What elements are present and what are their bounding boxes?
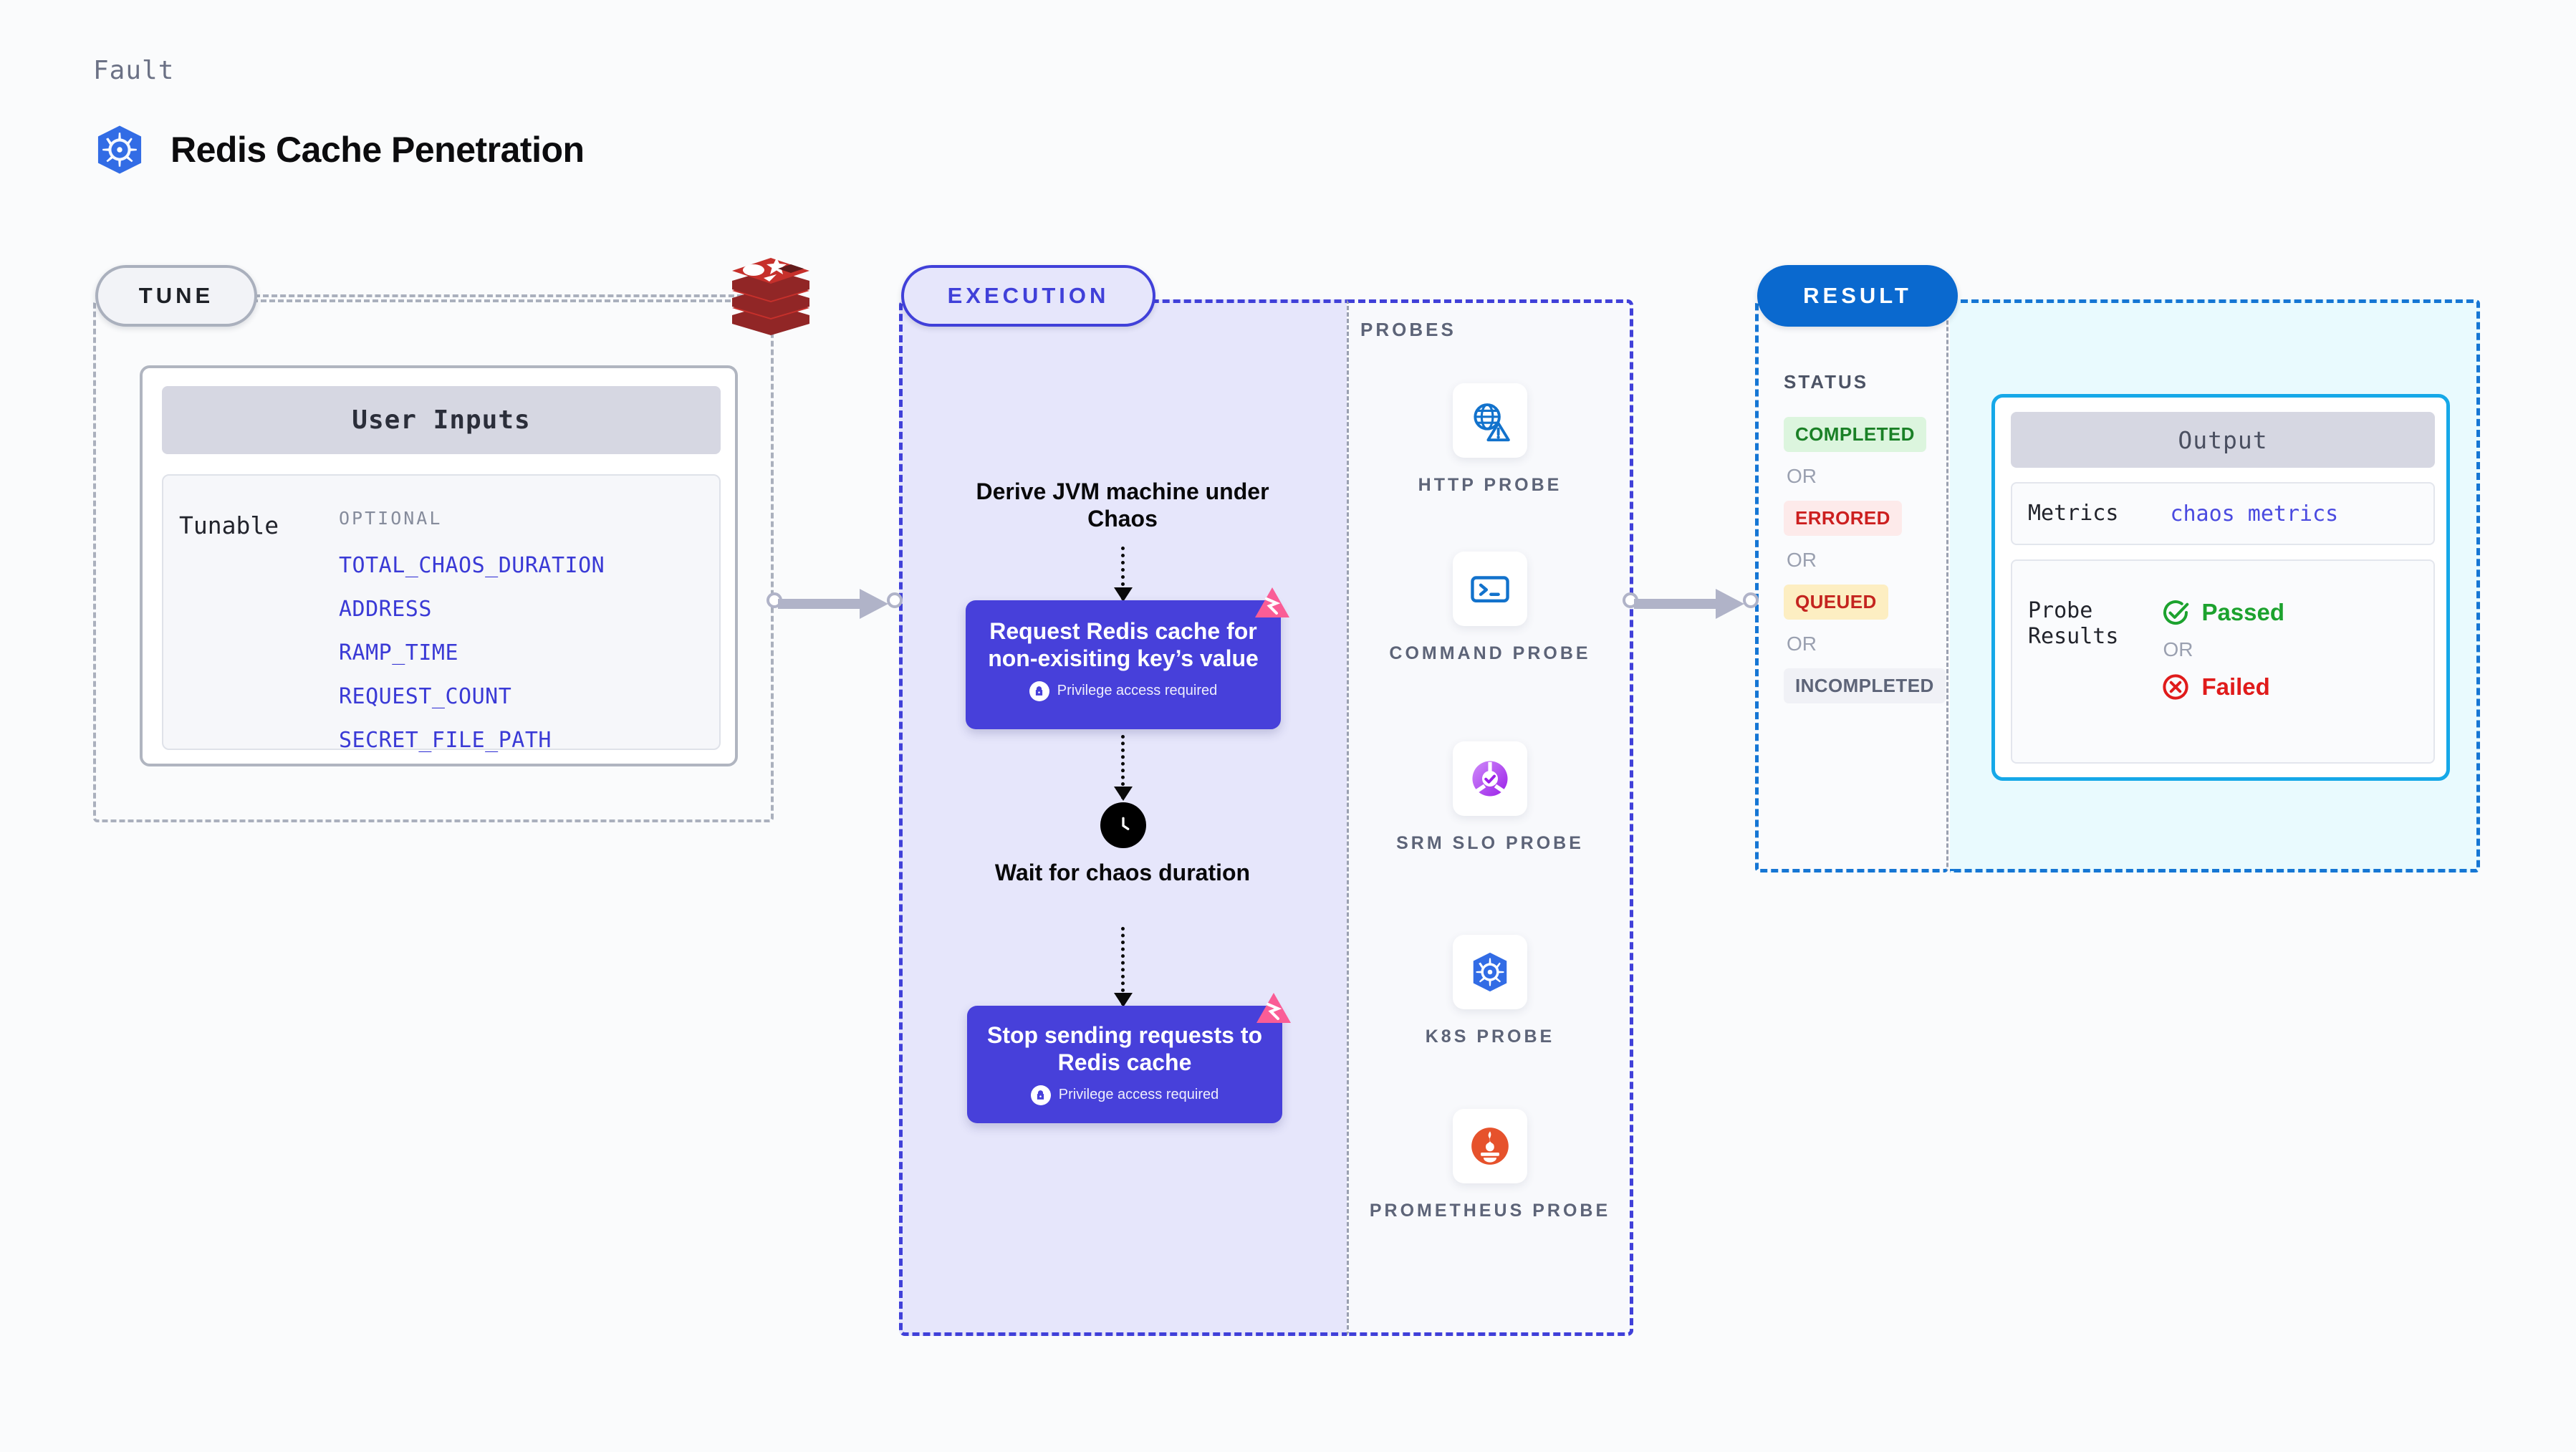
passed-label: Passed (2201, 599, 2285, 625)
x-circle-icon (2163, 674, 2189, 700)
status-title: STATUS (1784, 371, 1869, 393)
action-card-text: Stop sending requests to Redis cache (986, 1022, 1263, 1076)
list-item[interactable]: ADDRESS (339, 597, 432, 622)
probe-results-row: Probe Results Passed OR Failed (2011, 559, 2435, 764)
page-title-row: Redis Cache Penetration (93, 123, 585, 176)
lock-icon (1030, 1085, 1051, 1105)
status-badge[interactable]: QUEUED (1784, 585, 1888, 620)
execution-flow: Derive JVM machine under Chaos Request R… (899, 299, 1347, 1336)
prometheus-icon (1453, 1109, 1527, 1183)
connector-bar (778, 599, 873, 609)
eyebrow-fault: Fault (93, 56, 175, 85)
status-badge[interactable]: ERRORED (1784, 501, 1902, 536)
tune-to-execution-connector (766, 589, 903, 619)
litmus-icon (1255, 587, 1289, 617)
tune-stage-pill[interactable]: TUNE (95, 265, 257, 327)
output-card: Output Metrics chaos metrics Probe Resul… (1991, 394, 2450, 781)
litmus-icon (1256, 993, 1291, 1023)
list-item[interactable]: REQUEST_COUNT (339, 684, 512, 709)
status-list: COMPLETED OR ERRORED OR QUEUED OR INCOMP… (1784, 417, 1946, 703)
flow-arrow (1114, 547, 1133, 602)
user-inputs-body: Tunable OPTIONAL TOTAL_CHAOS_DURATION AD… (162, 474, 721, 753)
list-item[interactable]: TOTAL_CHAOS_DURATION (339, 553, 605, 578)
list-item[interactable]: SECRET_FILE_PATH (339, 728, 552, 753)
optional-label: OPTIONAL (339, 508, 443, 529)
terminal-icon (1453, 552, 1527, 626)
probe-item-k8s[interactable]: K8S PROBE (1347, 935, 1633, 1049)
flow-arrow (1114, 735, 1133, 801)
probes-title: PROBES (1360, 319, 1456, 340)
execution-to-result-connector (1623, 589, 1759, 619)
probe-item-prometheus[interactable]: PROMETHEUS PROBE (1347, 1109, 1633, 1223)
probe-label: HTTP PROBE (1418, 475, 1562, 495)
redis-logo (732, 258, 809, 335)
clock-icon (1100, 802, 1146, 848)
user-inputs-card: User Inputs Tunable OPTIONAL TOTAL_CHAOS… (140, 365, 738, 766)
probe-label: PROMETHEUS PROBE (1369, 1201, 1611, 1221)
probe-label: SRM SLO PROBE (1396, 833, 1584, 853)
tunable-variable-list: TOTAL_CHAOS_DURATION ADDRESS RAMP_TIME R… (339, 553, 605, 771)
privilege-note: Privilege access required (966, 681, 1281, 701)
status-badge[interactable]: INCOMPLETED (1784, 668, 1946, 703)
probe-item-srm-slo[interactable]: SRM SLO PROBE (1347, 741, 1633, 855)
connector-dot (1743, 592, 1759, 608)
probe-item-command[interactable]: COMMAND PROBE (1347, 552, 1633, 665)
flow-step-label: Wait for chaos duration (994, 860, 1251, 885)
or-separator: OR (1787, 549, 1817, 571)
probe-result-failed: Failed (2161, 673, 2284, 701)
execution-stage-pill[interactable]: EXECUTION (901, 265, 1155, 327)
probe-results-label: Probe Results (2028, 598, 2119, 649)
connector-dot (887, 592, 903, 608)
status-badge[interactable]: COMPLETED (1784, 417, 1926, 452)
result-stage-pill[interactable]: RESULT (1757, 265, 1958, 327)
or-separator: OR (2163, 638, 2193, 660)
privilege-note-text: Privilege access required (1057, 683, 1218, 699)
action-card-text: Request Redis cache for non-exisiting ke… (988, 618, 1259, 672)
probe-result-passed: Passed (2161, 598, 2284, 627)
kubernetes-icon (97, 125, 142, 174)
lock-icon (1029, 681, 1049, 701)
tune-panel (93, 299, 774, 822)
page-title: Redis Cache Penetration (170, 130, 585, 170)
probe-results-values: Passed OR Failed (2161, 598, 2284, 701)
connector-bar (1634, 599, 1729, 609)
action-card-stop-requests[interactable]: Stop sending requests to Redis cache Pri… (967, 993, 1291, 1123)
or-separator: OR (1787, 465, 1817, 487)
globe-warning-icon (1453, 383, 1527, 458)
srm-slo-icon (1453, 741, 1527, 816)
privilege-note: Privilege access required (967, 1085, 1282, 1105)
probes-panel (1347, 299, 1633, 1336)
probe-label: COMMAND PROBE (1389, 643, 1591, 663)
list-item[interactable]: RAMP_TIME (339, 640, 459, 665)
kubernetes-icon (1453, 935, 1527, 1009)
connector-arrowhead (860, 589, 888, 619)
tune-redis-connector (254, 294, 760, 297)
flow-step-label: Derive JVM machine under Chaos (976, 479, 1269, 532)
connector-arrowhead (1716, 589, 1744, 619)
metrics-row: Metrics chaos metrics (2011, 482, 2435, 545)
probe-label: K8S PROBE (1425, 1027, 1555, 1047)
flow-arrow (1114, 927, 1133, 1007)
tunable-label: Tunable (179, 511, 279, 539)
action-card-request-redis[interactable]: Request Redis cache for non-exisiting ke… (966, 587, 1289, 729)
privilege-note-text: Privilege access required (1058, 1087, 1219, 1103)
user-inputs-title: User Inputs (162, 386, 721, 454)
check-circle-icon (2163, 600, 2189, 625)
or-separator: OR (1787, 633, 1817, 655)
output-title: Output (2011, 412, 2435, 468)
probe-item-http[interactable]: HTTP PROBE (1347, 383, 1633, 497)
metrics-label: Metrics (2028, 501, 2119, 526)
metrics-value[interactable]: chaos metrics (2170, 501, 2339, 527)
failed-label: Failed (2201, 673, 2270, 700)
